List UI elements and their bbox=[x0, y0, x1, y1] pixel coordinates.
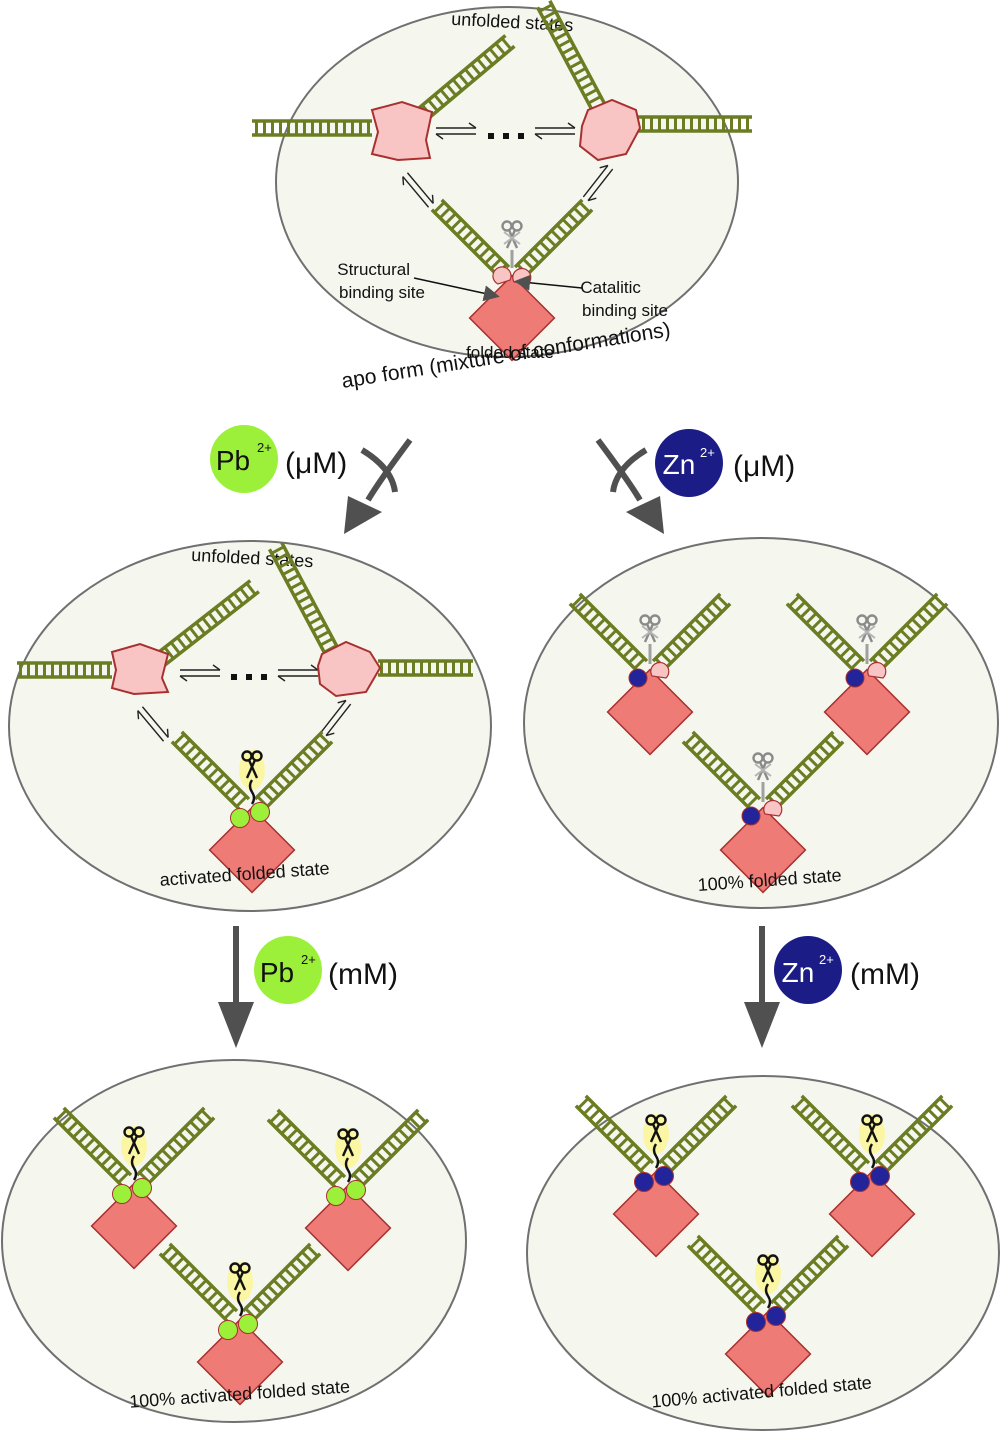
unfolded-enzyme-left bbox=[15, 578, 261, 696]
apo-ellipse bbox=[275, 6, 739, 358]
zn-mM-arrow: Zn 2+ (mM) bbox=[744, 926, 920, 1048]
structural-site-pointer bbox=[413, 277, 500, 302]
catalitic-site-pointer bbox=[514, 274, 583, 291]
dots-ellipsis bbox=[488, 133, 524, 139]
zn-ion-icon bbox=[774, 936, 842, 1004]
zn-mM-conc: (mM) bbox=[850, 958, 920, 991]
pb-uM-ion: Pb bbox=[216, 445, 250, 476]
zn-uM-charge: 2+ bbox=[700, 445, 715, 460]
zn-mM-charge: 2+ bbox=[819, 952, 834, 967]
zn-uM-conc: (μM) bbox=[733, 450, 795, 483]
zn-mM-ion: Zn bbox=[782, 957, 815, 988]
pb-mM-arrow: Pb 2+ (mM) bbox=[218, 926, 398, 1048]
pb-uM-panel: unfolded states activated folded state bbox=[8, 540, 492, 912]
pb-uM-arrow: Pb 2+ (μM) bbox=[210, 425, 413, 534]
zn-uM-ion: Zn bbox=[663, 449, 696, 480]
zn-uM-ellipse bbox=[523, 537, 999, 909]
zn-mM-panel: 100% activated folded state bbox=[526, 1075, 1000, 1431]
dots-ellipsis bbox=[231, 674, 267, 680]
zn-ion-icon bbox=[655, 429, 723, 497]
structural-site-label: Structural binding site bbox=[337, 260, 425, 302]
pb-ion-icon bbox=[254, 936, 322, 1004]
folded-state-label: folded state bbox=[466, 343, 554, 362]
unfolded-enzyme-right bbox=[267, 541, 475, 698]
pb-mM-panel: 100% activated folded state bbox=[1, 1059, 467, 1423]
pb-uM-conc: (μM) bbox=[285, 447, 347, 480]
pb-mM-charge: 2+ bbox=[301, 952, 316, 967]
pb-mM-ion: Pb bbox=[260, 957, 294, 988]
pb-uM-ellipse bbox=[8, 540, 492, 912]
apo-form-panel: unfolded states Structural binding bbox=[250, 0, 754, 393]
zn-uM-arrow: Zn 2+ (μM) bbox=[595, 429, 795, 534]
catalitic-site-label: Catalitic binding site bbox=[580, 278, 668, 320]
unfolded-enzyme-left bbox=[250, 33, 517, 162]
zn-uM-panel: 100% folded state bbox=[523, 537, 999, 909]
pb-uM-charge: 2+ bbox=[257, 440, 272, 455]
pb-mM-conc: (mM) bbox=[328, 958, 398, 991]
unfolded-enzyme-right bbox=[535, 0, 754, 162]
pb-ion-icon bbox=[210, 425, 278, 493]
